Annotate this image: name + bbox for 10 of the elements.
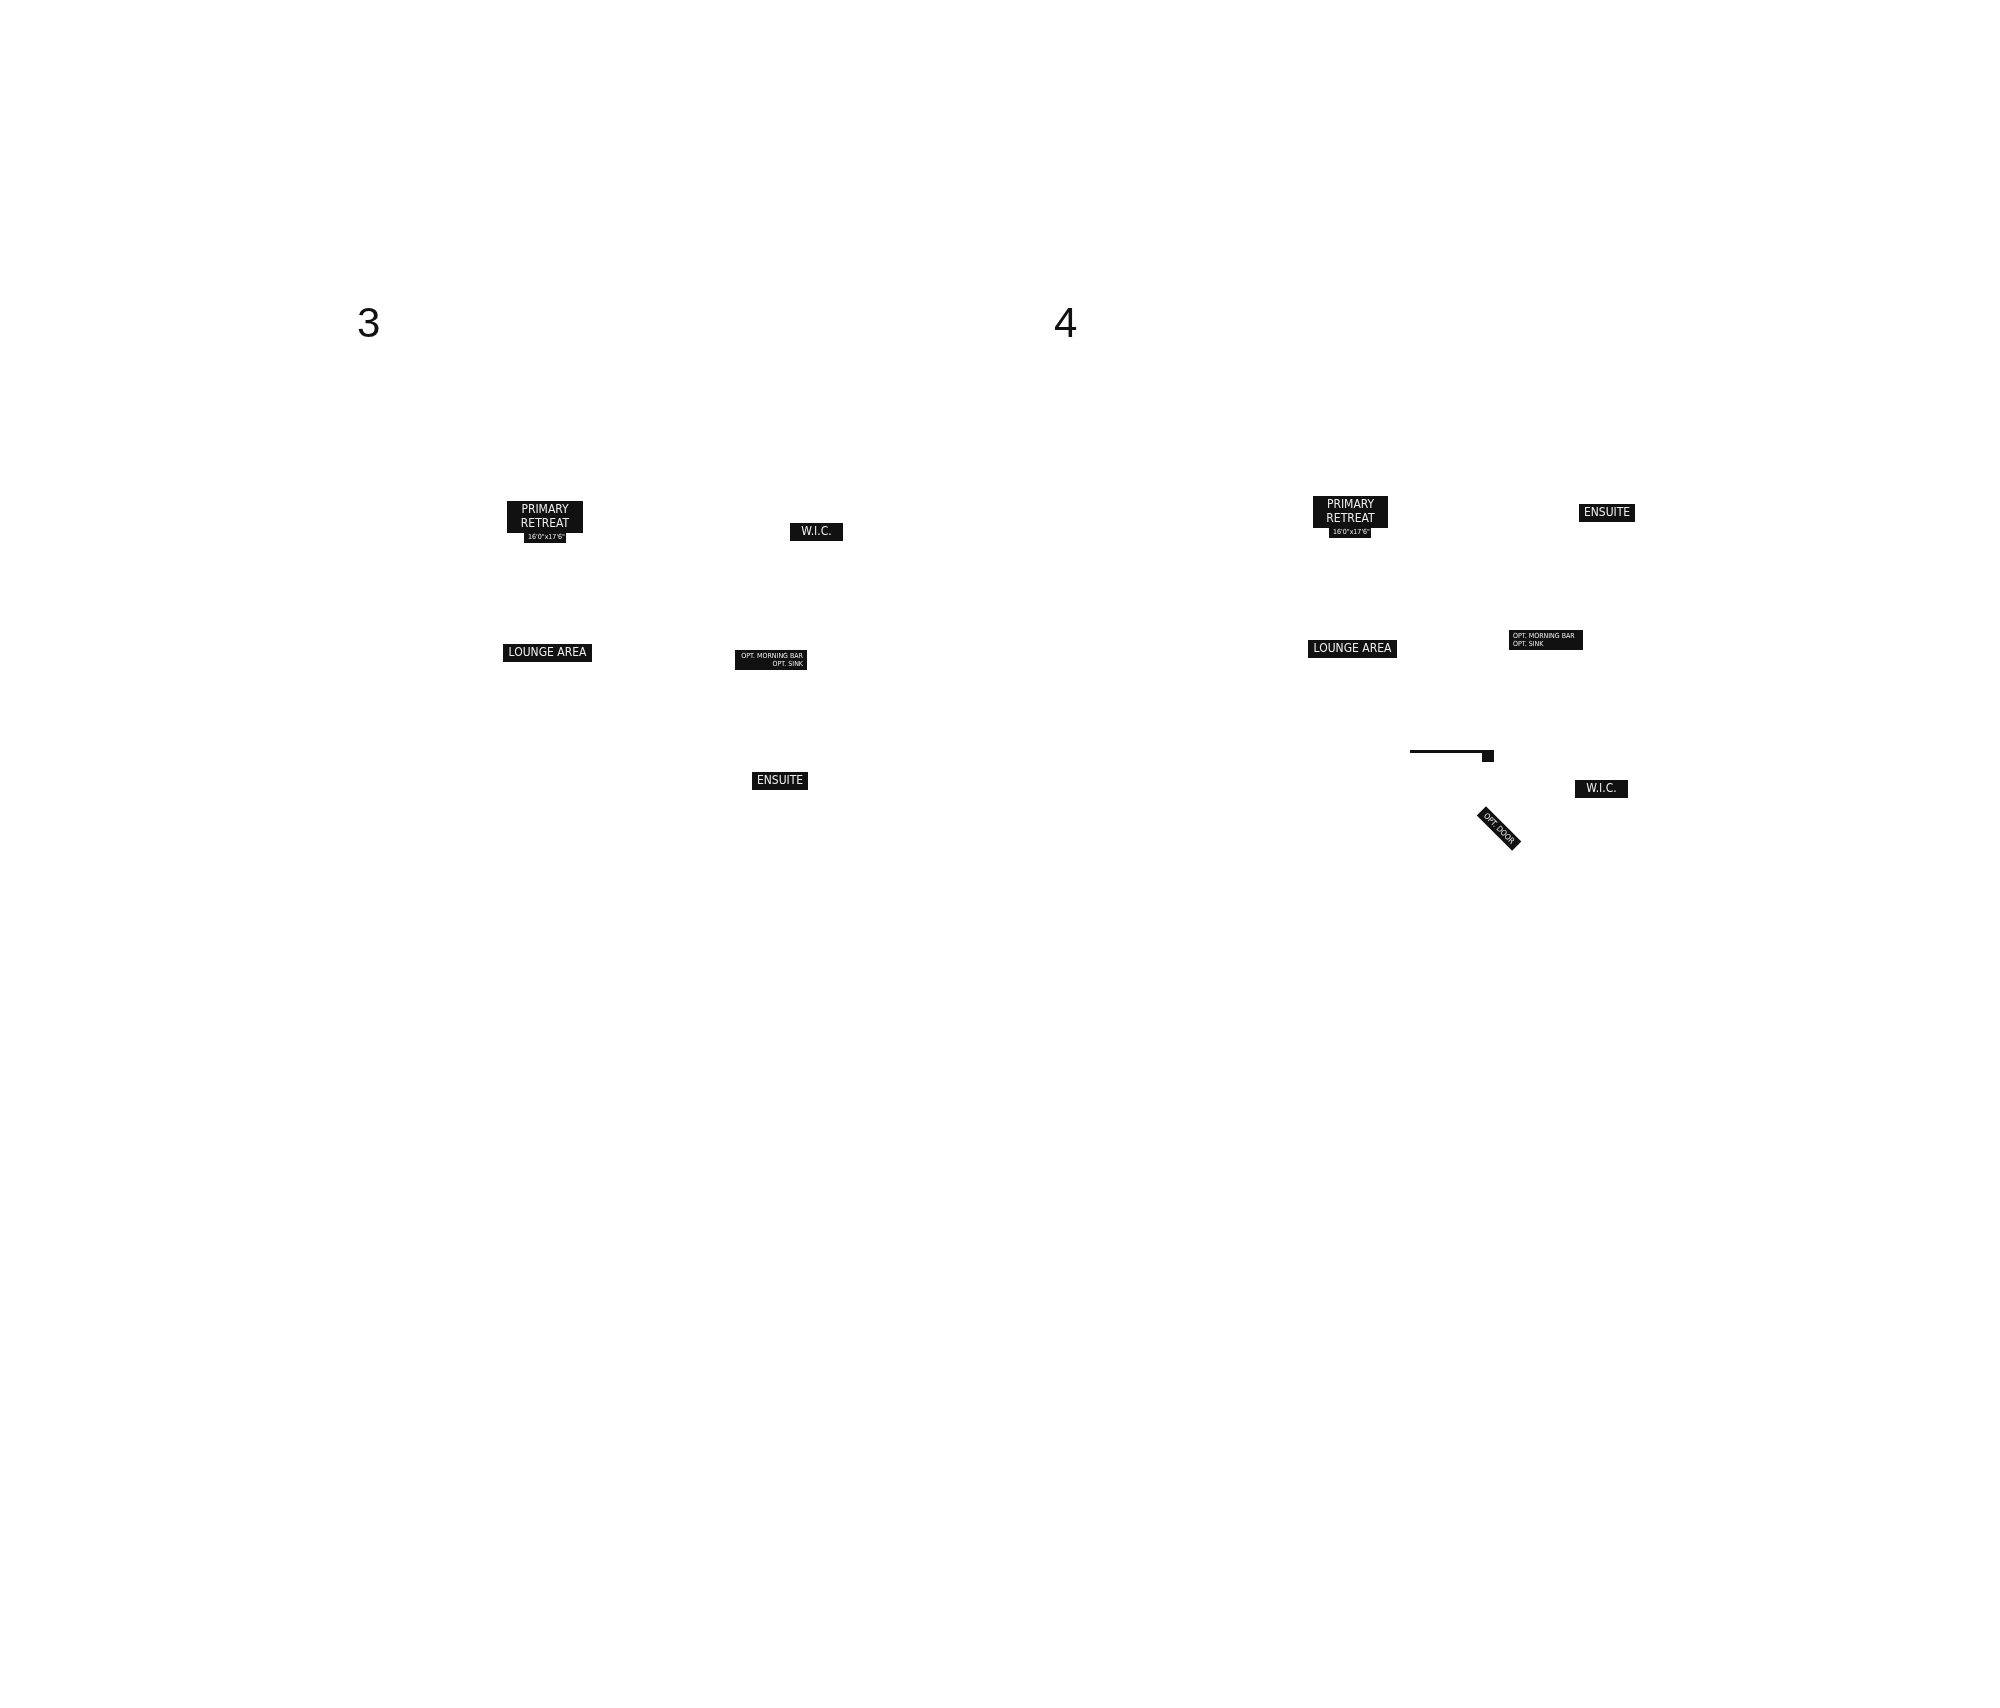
room-label: ENSUITE — [752, 772, 808, 790]
room-label: W.I.C. — [790, 523, 843, 541]
plan-number: 4 — [1054, 302, 1078, 344]
room-label: LOUNGE AREA — [503, 644, 592, 662]
room-label: ENSUITE — [1579, 504, 1635, 522]
plan-number: 3 — [357, 302, 381, 344]
room-label: LOUNGE AREA — [1308, 640, 1397, 658]
room-label: W.I.C. — [1575, 780, 1628, 798]
room-label: PRIMARY RETREAT — [507, 501, 583, 533]
room-label: PRIMARY RETREAT — [1313, 496, 1388, 528]
